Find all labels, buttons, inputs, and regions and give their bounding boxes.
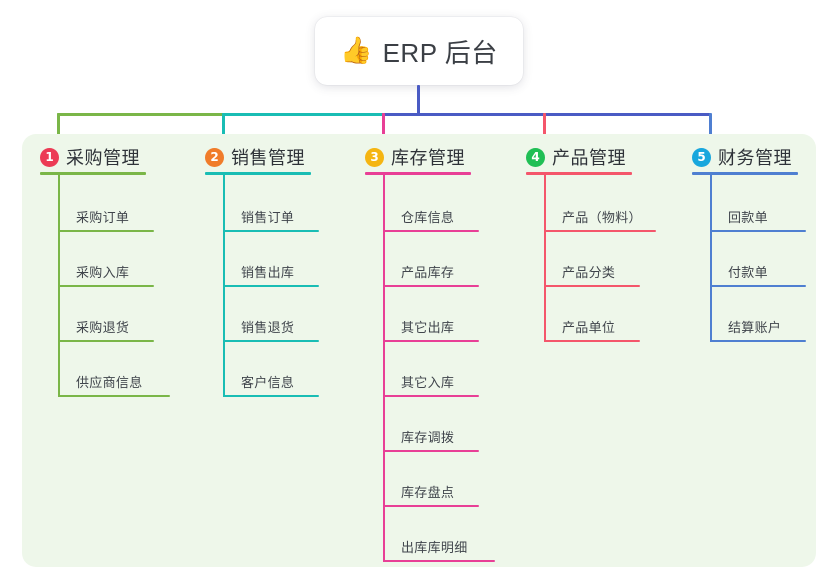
- column-header-inventory[interactable]: 3 库存管理: [365, 144, 465, 170]
- column-rule-finance: [692, 172, 798, 175]
- root-title-card[interactable]: 👍 ERP 后台: [315, 17, 523, 85]
- mindmap-panel: 1 采购管理采购订单采购入库采购退货供应商信息 2 销售管理销售订单销售出库销售退货客…: [22, 134, 816, 567]
- node-underline: [383, 450, 479, 452]
- node-label: 采购订单: [76, 210, 130, 225]
- node-purchase-1[interactable]: 采购订单: [58, 194, 154, 232]
- node-underline: [223, 230, 319, 232]
- node-product-1[interactable]: 产品（物料）: [544, 194, 656, 232]
- node-underline: [383, 560, 495, 562]
- root-trunk: [417, 85, 420, 116]
- node-underline: [544, 285, 640, 287]
- node-label: 客户信息: [241, 375, 295, 390]
- node-label: 库存盘点: [401, 485, 455, 500]
- node-underline: [710, 285, 806, 287]
- node-finance-3[interactable]: 结算账户: [710, 304, 806, 342]
- column-badge-finance: 5: [692, 147, 711, 167]
- column-rule-product: [526, 172, 632, 175]
- node-underline: [223, 285, 319, 287]
- column-badge-purchase: 1: [40, 147, 59, 167]
- node-label: 产品分类: [562, 265, 616, 280]
- column-rule-purchase: [40, 172, 146, 175]
- column-title-purchase: 采购管理: [66, 148, 140, 168]
- node-underline: [58, 395, 170, 397]
- column-header-sales[interactable]: 2 销售管理: [205, 144, 305, 170]
- node-label: 销售退货: [241, 320, 295, 335]
- node-underline: [710, 340, 806, 342]
- bar-segment-indigo: [382, 113, 711, 116]
- column-rule-sales: [205, 172, 311, 175]
- node-label: 产品（物料）: [562, 210, 642, 225]
- node-underline: [223, 395, 319, 397]
- node-inventory-1[interactable]: 仓库信息: [383, 194, 479, 232]
- node-label: 回款单: [728, 210, 768, 225]
- node-purchase-2[interactable]: 采购入库: [58, 249, 154, 287]
- node-sales-4[interactable]: 客户信息: [223, 359, 319, 397]
- node-label: 采购入库: [76, 265, 130, 280]
- node-underline: [383, 285, 479, 287]
- column-badge-inventory: 3: [365, 147, 384, 167]
- node-underline: [58, 340, 154, 342]
- node-product-3[interactable]: 产品单位: [544, 304, 640, 342]
- column-header-product[interactable]: 4 产品管理: [526, 144, 626, 170]
- node-label: 付款单: [728, 265, 768, 280]
- column-spine-finance: [710, 174, 712, 342]
- node-label: 结算账户: [728, 320, 782, 335]
- node-label: 其它入库: [401, 375, 455, 390]
- column-badge-sales: 2: [205, 147, 224, 167]
- node-sales-1[interactable]: 销售订单: [223, 194, 319, 232]
- node-inventory-5[interactable]: 库存调拨: [383, 414, 479, 452]
- node-label: 销售订单: [241, 210, 295, 225]
- node-product-2[interactable]: 产品分类: [544, 249, 640, 287]
- node-underline: [58, 285, 154, 287]
- node-inventory-6[interactable]: 库存盘点: [383, 469, 479, 507]
- node-label: 仓库信息: [401, 210, 455, 225]
- node-underline: [544, 230, 656, 232]
- column-title-product: 产品管理: [552, 148, 626, 168]
- node-label: 产品库存: [401, 265, 455, 280]
- node-underline: [710, 230, 806, 232]
- thumbs-up-icon: 👍: [340, 36, 373, 66]
- node-inventory-7[interactable]: 出库库明细: [383, 524, 495, 562]
- column-spine-inventory: [383, 174, 385, 562]
- node-underline: [544, 340, 640, 342]
- column-rule-inventory: [365, 172, 471, 175]
- node-inventory-2[interactable]: 产品库存: [383, 249, 479, 287]
- column-badge-product: 4: [526, 147, 545, 167]
- node-underline: [383, 230, 479, 232]
- column-header-purchase[interactable]: 1 采购管理: [40, 144, 140, 170]
- node-sales-3[interactable]: 销售退货: [223, 304, 319, 342]
- page-title: ERP 后台: [382, 37, 498, 68]
- node-finance-2[interactable]: 付款单: [710, 249, 806, 287]
- node-inventory-3[interactable]: 其它出库: [383, 304, 479, 342]
- node-underline: [383, 395, 479, 397]
- column-title-inventory: 库存管理: [391, 148, 465, 168]
- node-sales-2[interactable]: 销售出库: [223, 249, 319, 287]
- node-underline: [383, 340, 479, 342]
- node-label: 产品单位: [562, 320, 616, 335]
- node-label: 其它出库: [401, 320, 455, 335]
- node-label: 销售出库: [241, 265, 295, 280]
- node-underline: [383, 505, 479, 507]
- node-underline: [58, 230, 154, 232]
- node-label: 供应商信息: [76, 375, 143, 390]
- node-inventory-4[interactable]: 其它入库: [383, 359, 479, 397]
- column-title-sales: 销售管理: [231, 148, 305, 168]
- node-finance-1[interactable]: 回款单: [710, 194, 806, 232]
- column-spine-product: [544, 174, 546, 342]
- node-purchase-4[interactable]: 供应商信息: [58, 359, 170, 397]
- bar-segment-green: [57, 113, 224, 116]
- column-header-finance[interactable]: 5 财务管理: [692, 144, 792, 170]
- bar-segment-teal: [222, 113, 384, 116]
- node-purchase-3[interactable]: 采购退货: [58, 304, 154, 342]
- node-label: 出库库明细: [401, 540, 468, 555]
- column-title-finance: 财务管理: [718, 148, 792, 168]
- node-underline: [223, 340, 319, 342]
- node-label: 库存调拨: [401, 430, 455, 445]
- node-label: 采购退货: [76, 320, 130, 335]
